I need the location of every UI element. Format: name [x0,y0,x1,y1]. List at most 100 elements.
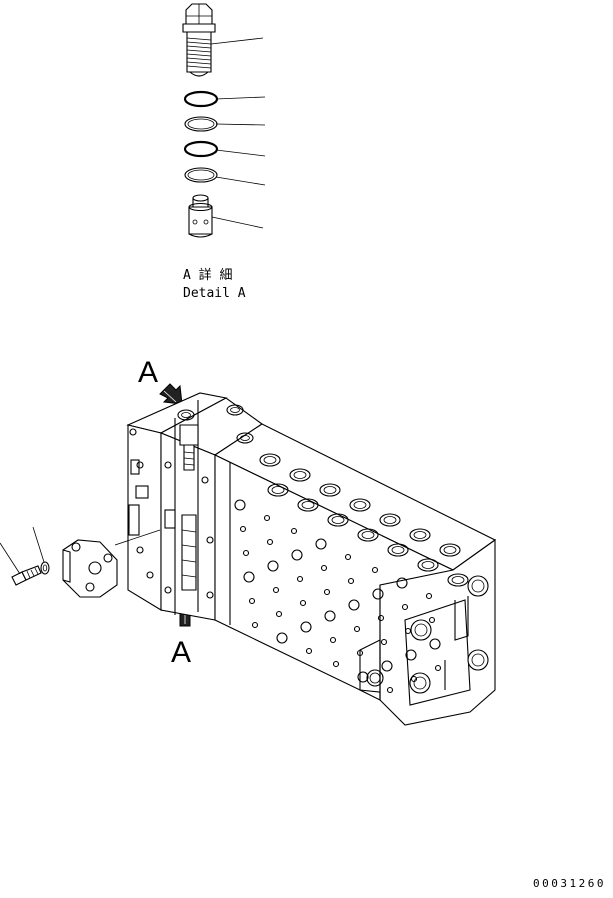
front-face-hole [353,625,361,633]
port-hole-icon [259,453,281,467]
port-hole-outer [409,528,431,542]
port-hole-icon [357,528,379,542]
front-face-hole [401,603,409,611]
port-hole-icon [226,404,244,416]
view-label-upper: A [138,356,158,389]
front-face-hole [329,636,337,644]
front-face-hole [272,586,280,594]
port-hole-outer [357,528,379,542]
leader-line-bolt [0,542,21,575]
port-hole-icon [387,543,409,557]
front-face-hole [320,564,328,572]
port-hole-inner [293,471,307,479]
front-face-hole [323,588,331,596]
front-face-hole [299,599,307,607]
port-hole-inner [353,501,367,509]
valve-plug-part [182,3,216,77]
port-hole-outer [327,513,349,527]
port-hole-inner [230,407,240,413]
port-hole-icon [289,468,311,482]
port-hole-outer [387,543,409,557]
front-face-hole [425,592,433,600]
port-hole-outer [319,483,341,497]
port-hole-inner [451,576,465,584]
port-hole-icon [349,498,371,512]
port-hole-outer [259,453,281,467]
front-face-hole [263,514,271,522]
front-face-hole [404,627,412,635]
front-face-hole [275,610,283,618]
figure-number: 00031260 [533,877,606,890]
leader-line-backup-ring [215,123,266,126]
leader-line-backup-ring [215,176,266,186]
front-face-hole [381,660,393,672]
bolt-part [11,565,42,586]
bolt-head-icon [409,672,431,694]
port-hole-outer [349,498,371,512]
front-face-hole [267,560,279,572]
front-face-holes [234,499,442,694]
port-hole-icon [267,483,289,497]
valve-side-lug [135,485,149,499]
front-face-hole [243,571,255,583]
port-hole-outer [289,468,311,482]
backup-ring-part [184,116,218,132]
detail-a-exploded-view: A 詳 細 Detail A [182,3,266,301]
port-hole-icon [379,513,401,527]
front-face-hole [290,527,298,535]
port-hole-outer [236,432,254,444]
port-hole-inner [413,531,427,539]
front-face-hole [428,616,436,624]
front-face-hole [372,588,384,600]
front-face-hole [276,632,288,644]
poppet-part [188,194,213,238]
port-hole-outer [226,404,244,416]
front-face-hole [266,538,274,546]
port-hole-icon [319,483,341,497]
front-face-hole [357,671,369,683]
front-face-hole [248,597,256,605]
valve-spool [181,514,197,591]
leader-line-o-ring [215,96,266,100]
port-hole-outer [297,498,319,512]
detail-caption-jp: A 詳 細 [183,267,232,283]
port-hole-icon [417,558,439,572]
front-face-hole [347,577,355,585]
front-face-hole [296,575,304,583]
washer-part [40,561,50,575]
port-hole-inner [443,546,457,554]
leader-line-plug [210,37,264,45]
front-face-hole [234,499,246,511]
view-arrow-upper-icon [159,383,183,405]
port-hole-icon [409,528,431,542]
front-face-hole [410,675,418,683]
control-valve-body [126,392,497,726]
front-face-hole [324,610,336,622]
front-face-hole [356,649,364,657]
leader-line-washer [32,526,45,563]
port-hole-inner [391,546,405,554]
front-face-hole [332,660,340,668]
port-hole-inner [421,561,435,569]
front-face-hole [348,599,360,611]
detail-caption-en: Detail A [183,286,246,301]
port-hole-outer [267,483,289,497]
port-hole-outer [177,409,195,421]
port-hole-outer [439,543,461,557]
port-hole-inner [361,531,375,539]
assembly-guide-line [114,529,161,546]
port-hole-inner [383,516,397,524]
top-face-ports [177,404,469,587]
port-hole-inner [240,435,250,441]
front-face-hole [434,664,442,672]
leader-line-poppet [211,216,264,229]
bolt-head-icon [410,619,432,641]
port-hole-inner [323,486,337,494]
front-face-hole [251,621,259,629]
port-hole-inner [271,486,285,494]
front-face-hole [377,614,385,622]
leader-line-o-ring [215,149,266,157]
front-face-hole [305,647,313,655]
cover-assembly [0,526,161,598]
view-label-lower: A [171,636,191,669]
